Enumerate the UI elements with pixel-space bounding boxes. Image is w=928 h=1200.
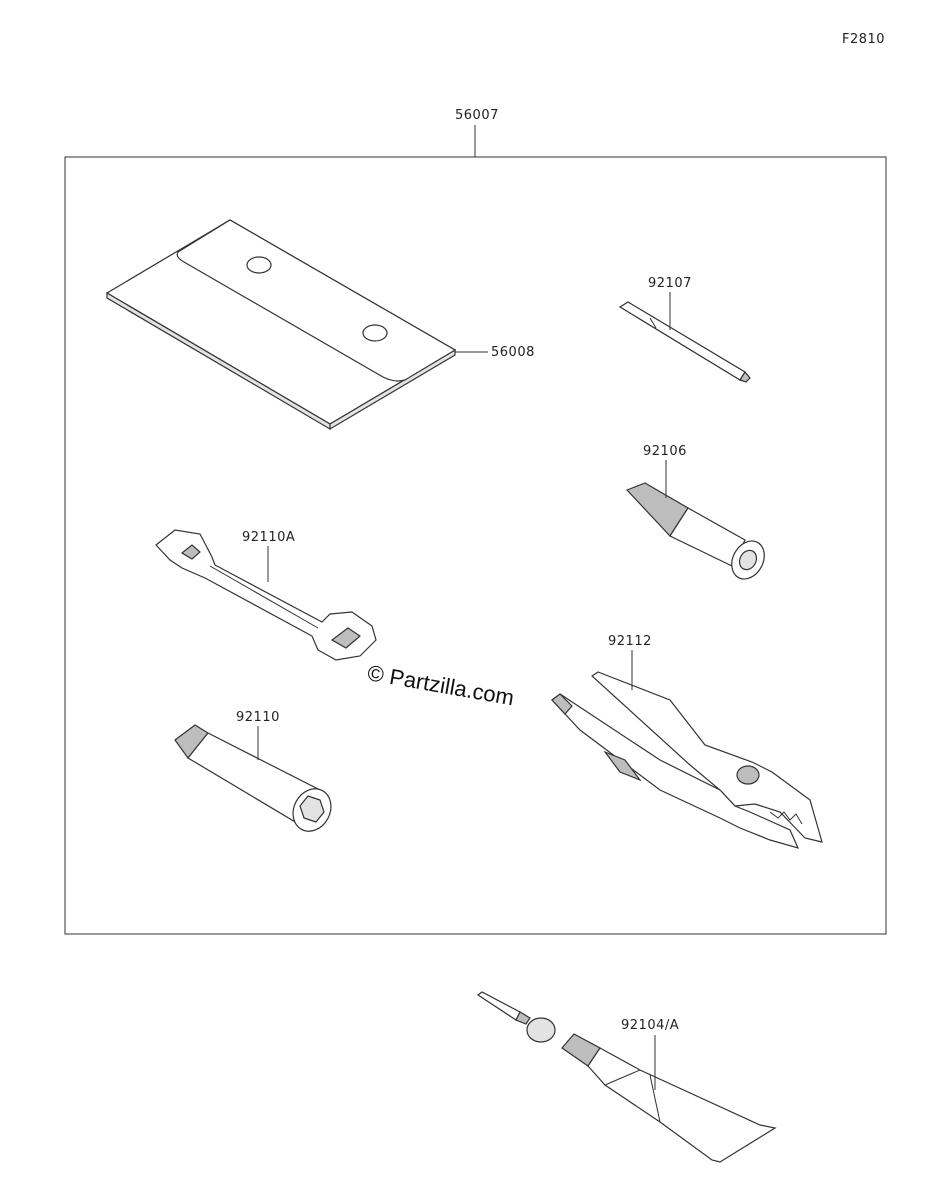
grease-drawing: [476, 991, 777, 1163]
wrench-part-number: 92110A: [242, 530, 296, 545]
handle-drawing: [625, 482, 765, 580]
wrench-drawing: [155, 529, 377, 661]
pliers-drawing: [551, 671, 823, 849]
plug-wrench-drawing: [174, 724, 332, 832]
grease-part-number: 92104/A: [621, 1018, 680, 1033]
handle-part-number: 92106: [643, 444, 687, 459]
screwdriver-part-number: 92107: [648, 276, 692, 291]
bag-part-number: 56008: [491, 345, 535, 360]
diagram-id-label: F2810: [842, 32, 886, 47]
pliers-part-number: 92112: [608, 634, 652, 649]
tool-bag-drawing: [105, 219, 457, 431]
kit-part-number: 56007: [455, 108, 499, 123]
plug-wrench-part-number: 92110: [236, 710, 280, 725]
screwdriver-drawing: [618, 301, 751, 383]
